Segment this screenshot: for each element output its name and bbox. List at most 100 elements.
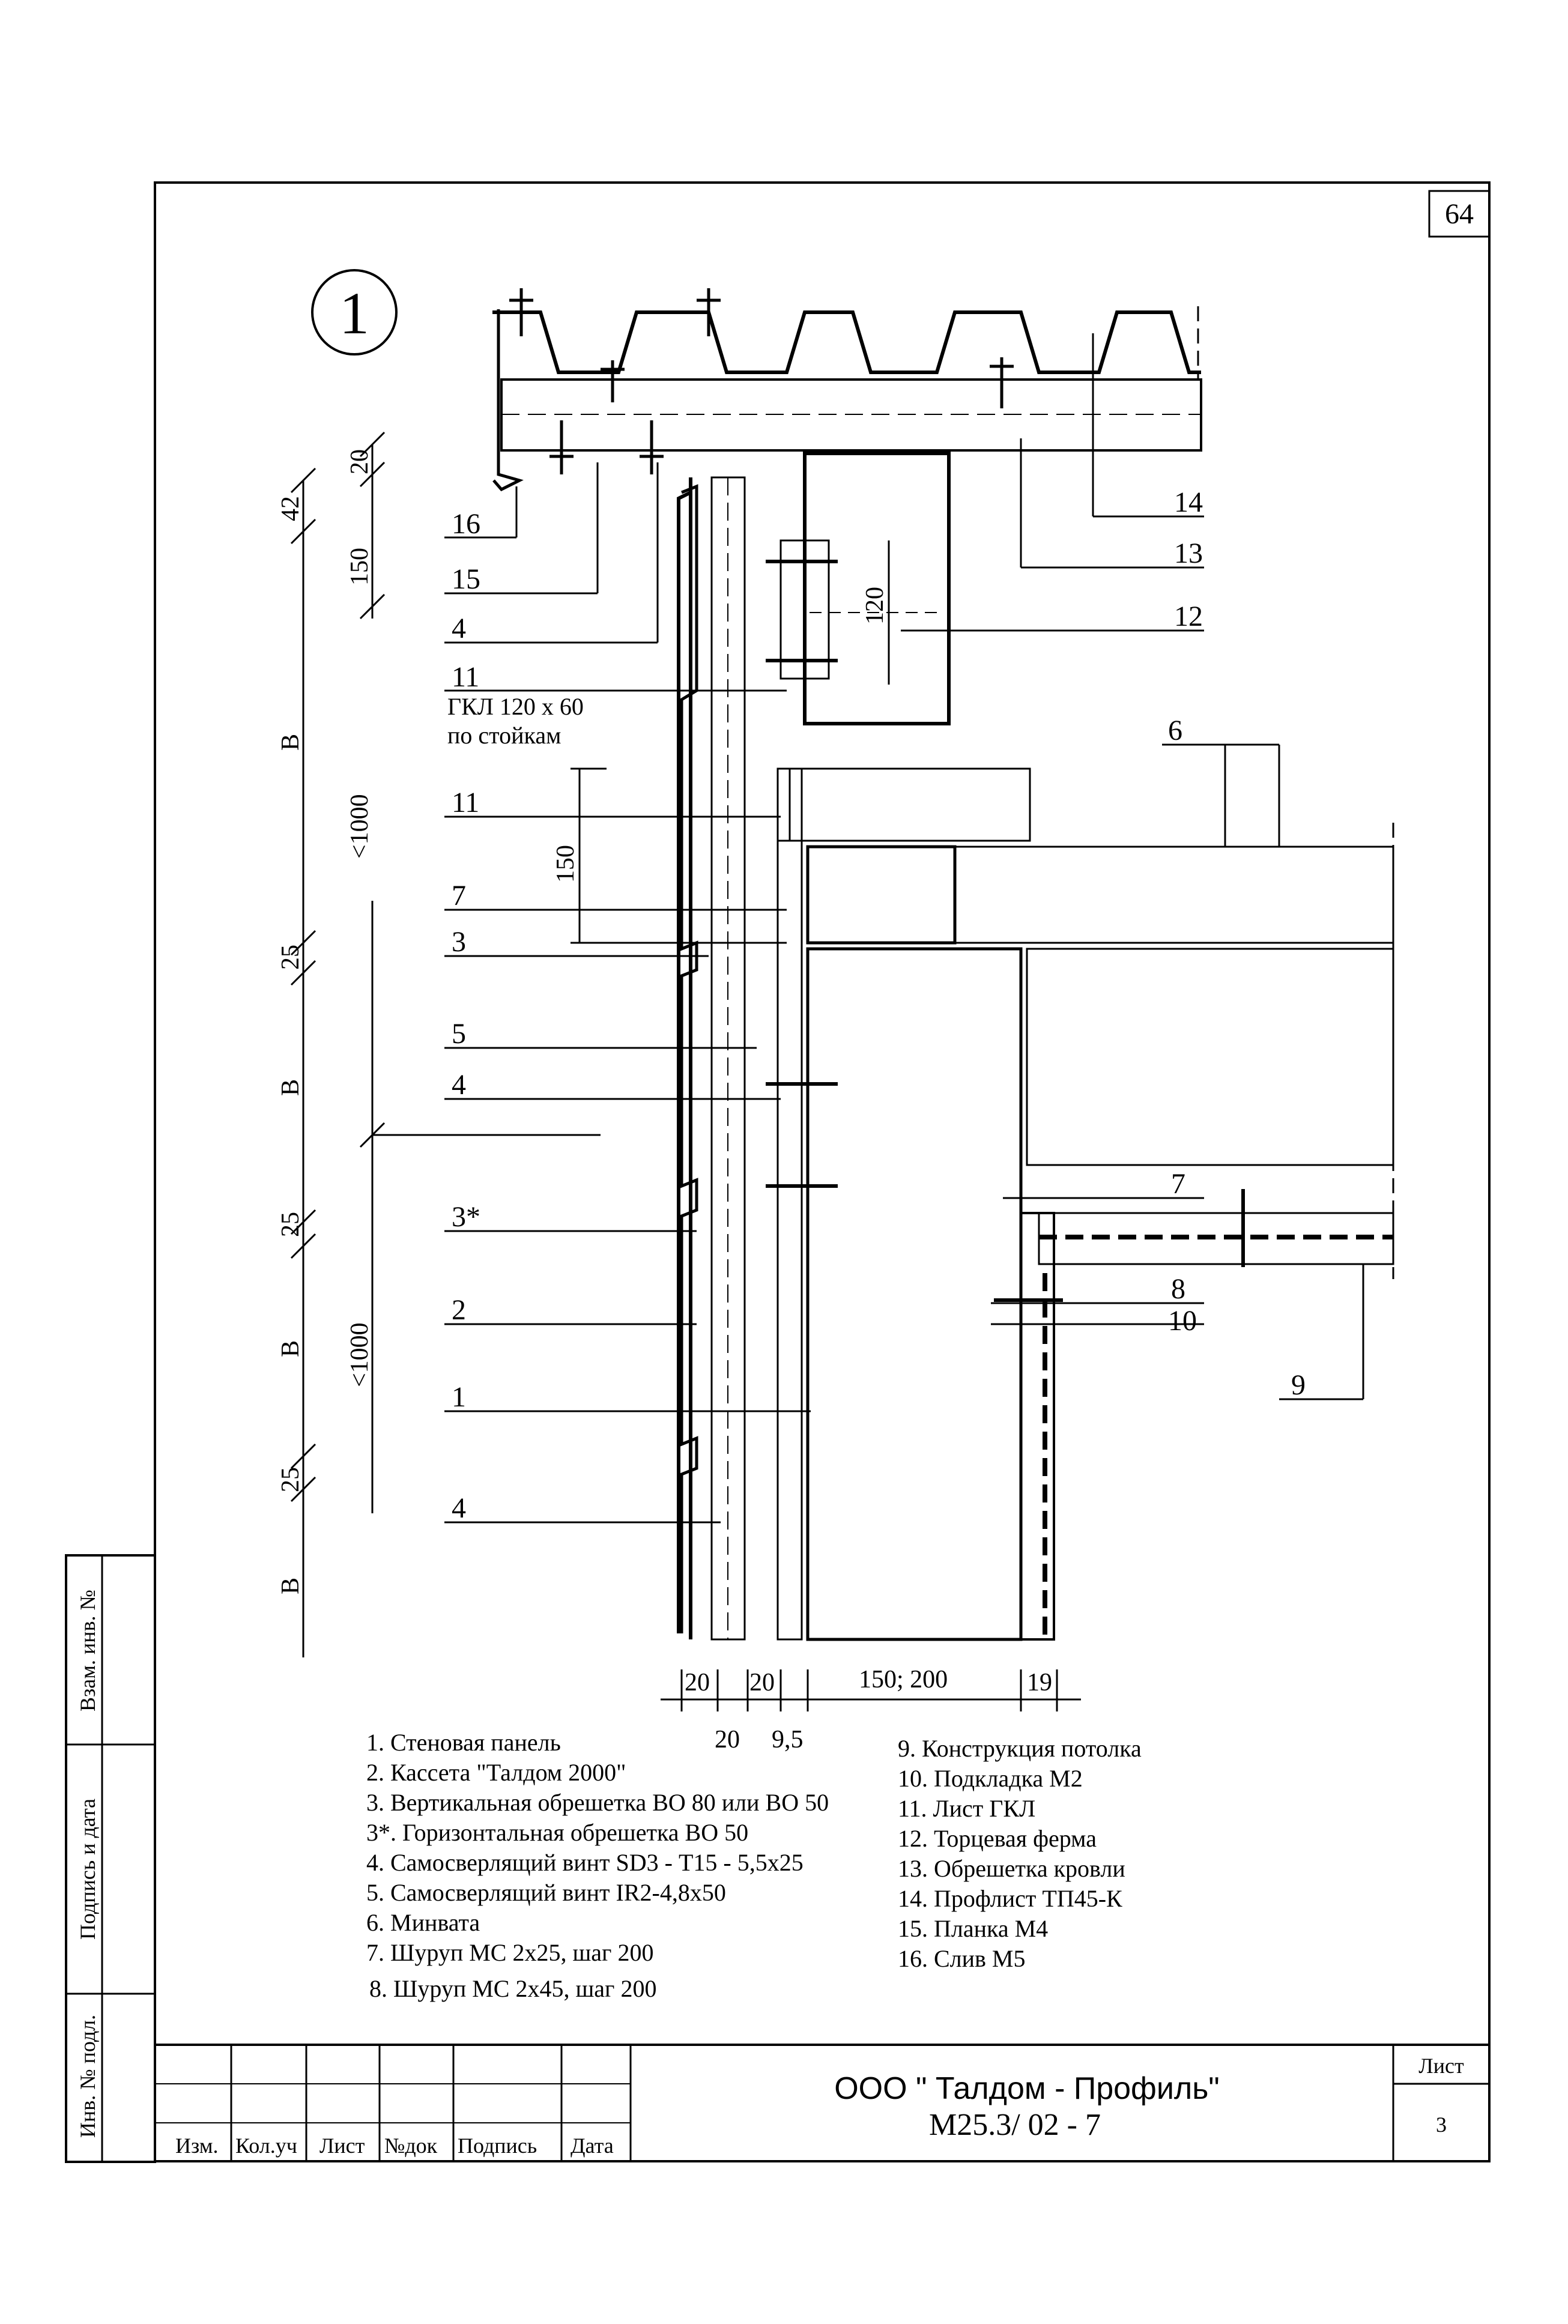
legend-item-8: 8. Шуруп МС 2x45, шаг 200 <box>369 1975 656 2002</box>
dim-20: 20 <box>346 449 374 474</box>
col-podpis: Подпись <box>458 2134 537 2158</box>
legend-item-15: 15. Планка М4 <box>898 1915 1048 1942</box>
sheet-value: 3 <box>1436 2113 1447 2137</box>
col-ndok: №док <box>384 2134 438 2158</box>
legend-item-10: 10. Подкладка М2 <box>898 1765 1083 1792</box>
dim-B1: В <box>277 734 304 751</box>
legend-item-6: 6. Минвата <box>366 1909 480 1936</box>
sheet-number-box <box>1428 190 1491 238</box>
callout-4c: 4 <box>452 1492 466 1524</box>
callout-6: 6 <box>1168 715 1182 746</box>
dim-bottom-150-200: 150; 200 <box>859 1666 948 1693</box>
callout-2: 2 <box>452 1294 466 1326</box>
legend-right: 9. Конструкция потолка 10. Подкладка М2 … <box>898 1735 1142 1972</box>
end-truss <box>803 452 951 725</box>
callout-3: 3 <box>452 926 466 958</box>
wall-screws <box>766 560 1245 1302</box>
dim-25c: 25 <box>277 1467 304 1492</box>
legend-item-4: 4. Самосверлящий винт SD3 - Т15 - 5,5x25 <box>366 1849 804 1876</box>
roof-screws <box>509 288 1014 474</box>
dim-B2: В <box>277 1079 304 1096</box>
stamp-vzam-inv: Взам. инв. № <box>76 1590 100 1711</box>
col-data: Дата <box>571 2134 614 2158</box>
dim-bottom-sub-95: 9,5 <box>772 1726 804 1754</box>
side-stamp: Взам. инв. № Подпись и дата Инв. № подл. <box>65 1554 156 2163</box>
sheet-frame <box>154 181 1491 2162</box>
wall-panel <box>680 484 698 1633</box>
wall-cassette <box>677 477 692 1639</box>
legend-item-2: 2. Кассета "Талдом 2000" <box>366 1759 626 1786</box>
callout-7a: 7 <box>452 880 466 912</box>
legend-item-3: 3. Вертикальная обрешетка ВО 80 или ВО 5… <box>366 1789 829 1816</box>
dim-B4: В <box>277 1578 304 1594</box>
callout-9: 9 <box>1291 1369 1306 1401</box>
legend-left: 1. Стеновая панель 2. Кассета "Талдом 20… <box>366 1729 829 2002</box>
callout-11a: 11 <box>452 661 479 693</box>
callout-10: 10 <box>1168 1305 1197 1337</box>
dim-150: 150 <box>346 548 374 586</box>
title-block: Изм. Кол.уч Лист №док Подпись Дата ООО "… <box>154 2044 1491 2162</box>
callout-13: 13 <box>1174 537 1203 569</box>
col-izm: Изм. <box>175 2134 219 2158</box>
gkl-note-line2: по стойкам <box>447 722 561 749</box>
dim-lt1000a: <1000 <box>346 794 374 859</box>
legend-item-16: 16. Слив М5 <box>898 1945 1026 1972</box>
dim-25b: 25 <box>277 1212 304 1237</box>
callout-7b: 7 <box>1171 1168 1185 1200</box>
detail-marker <box>311 269 398 356</box>
mineral-wool-ceiling <box>954 846 1394 944</box>
sheet-number: 64 <box>1445 198 1474 230</box>
callout-1: 1 <box>452 1381 466 1413</box>
col-list: Лист <box>319 2134 365 2158</box>
callout-12: 12 <box>1174 601 1203 632</box>
legend-item-1: 1. Стеновая панель <box>366 1729 561 1756</box>
legend-item-14: 14. Профлист ТП45-К <box>898 1885 1122 1912</box>
callout-8: 8 <box>1171 1273 1185 1305</box>
legend-item-13: 13. Обрешетка кровли <box>898 1855 1125 1882</box>
left-dimensions: 20 42 150 В 25 В 25 В 25 В <1000 <1000 <box>277 431 601 1657</box>
dim-B3: В <box>277 1340 304 1357</box>
leaders-left <box>444 462 811 1524</box>
dim-inner-120: 120 <box>861 587 889 625</box>
mineral-wool-wall <box>806 947 1023 1641</box>
dim-42: 42 <box>277 496 304 521</box>
gkl-sheet <box>776 767 803 1641</box>
dim-bottom-20b: 20 <box>749 1669 775 1696</box>
legend-item-5: 5. Самосверлящий винт IR2-4,8x50 <box>366 1879 726 1906</box>
legend-item-11: 11. Лист ГКЛ <box>898 1795 1035 1822</box>
col-kol-uch: Кол.уч <box>235 2134 297 2158</box>
callout-3star: 3* <box>452 1201 480 1233</box>
pad-m2 <box>1020 1212 1055 1641</box>
callout-14: 14 <box>1174 486 1203 518</box>
legend-item-7: 7. Шуруп МС 2x25, шаг 200 <box>366 1939 653 1966</box>
callout-16: 16 <box>452 508 480 540</box>
bottom-dimensions: 20 20 150; 200 19 20 9,5 <box>661 1666 1081 1754</box>
detail-number: 1 <box>339 280 369 346</box>
gkl-note-line1: ГКЛ 120 х 60 <box>447 693 584 720</box>
dim-bottom-20a: 20 <box>685 1669 710 1696</box>
legend-item-9: 9. Конструкция потолка <box>898 1735 1142 1762</box>
legend-item-3star: 3*. Горизонтальная обрешетка ВО 50 <box>366 1819 748 1846</box>
leaders-right <box>901 333 1364 1400</box>
callouts-right: 14 13 12 6 7 8 10 9 <box>1168 486 1306 1401</box>
stamp-inv-podl: Инв. № подл. <box>76 2015 100 2138</box>
document-code: М25.3/ 02 - 7 <box>929 2108 1101 2142</box>
company-name: ООО " Талдом - Профиль" <box>834 2071 1220 2106</box>
drip-flashing <box>492 309 524 492</box>
callouts-left: 16 15 4 11 ГКЛ 120 х 60 по стойкам 11 7 … <box>447 508 584 1524</box>
callout-15: 15 <box>452 563 480 595</box>
legend-item-12: 12. Торцевая ферма <box>898 1825 1097 1852</box>
dim-bottom-19: 19 <box>1027 1669 1052 1696</box>
inner-dimensions: 150 120 <box>552 540 890 944</box>
dim-bottom-sub-20: 20 <box>715 1726 740 1754</box>
dim-25a: 25 <box>277 945 304 970</box>
callout-4b: 4 <box>452 1069 466 1101</box>
dim-inner-150: 150 <box>552 845 580 883</box>
dim-lt1000b: <1000 <box>346 1322 374 1387</box>
callout-11b: 11 <box>452 787 479 819</box>
callout-4a: 4 <box>452 613 466 644</box>
roof-profile-sheet <box>492 310 1201 374</box>
callout-5: 5 <box>452 1018 466 1050</box>
sheet-label: Лист <box>1418 2054 1464 2078</box>
